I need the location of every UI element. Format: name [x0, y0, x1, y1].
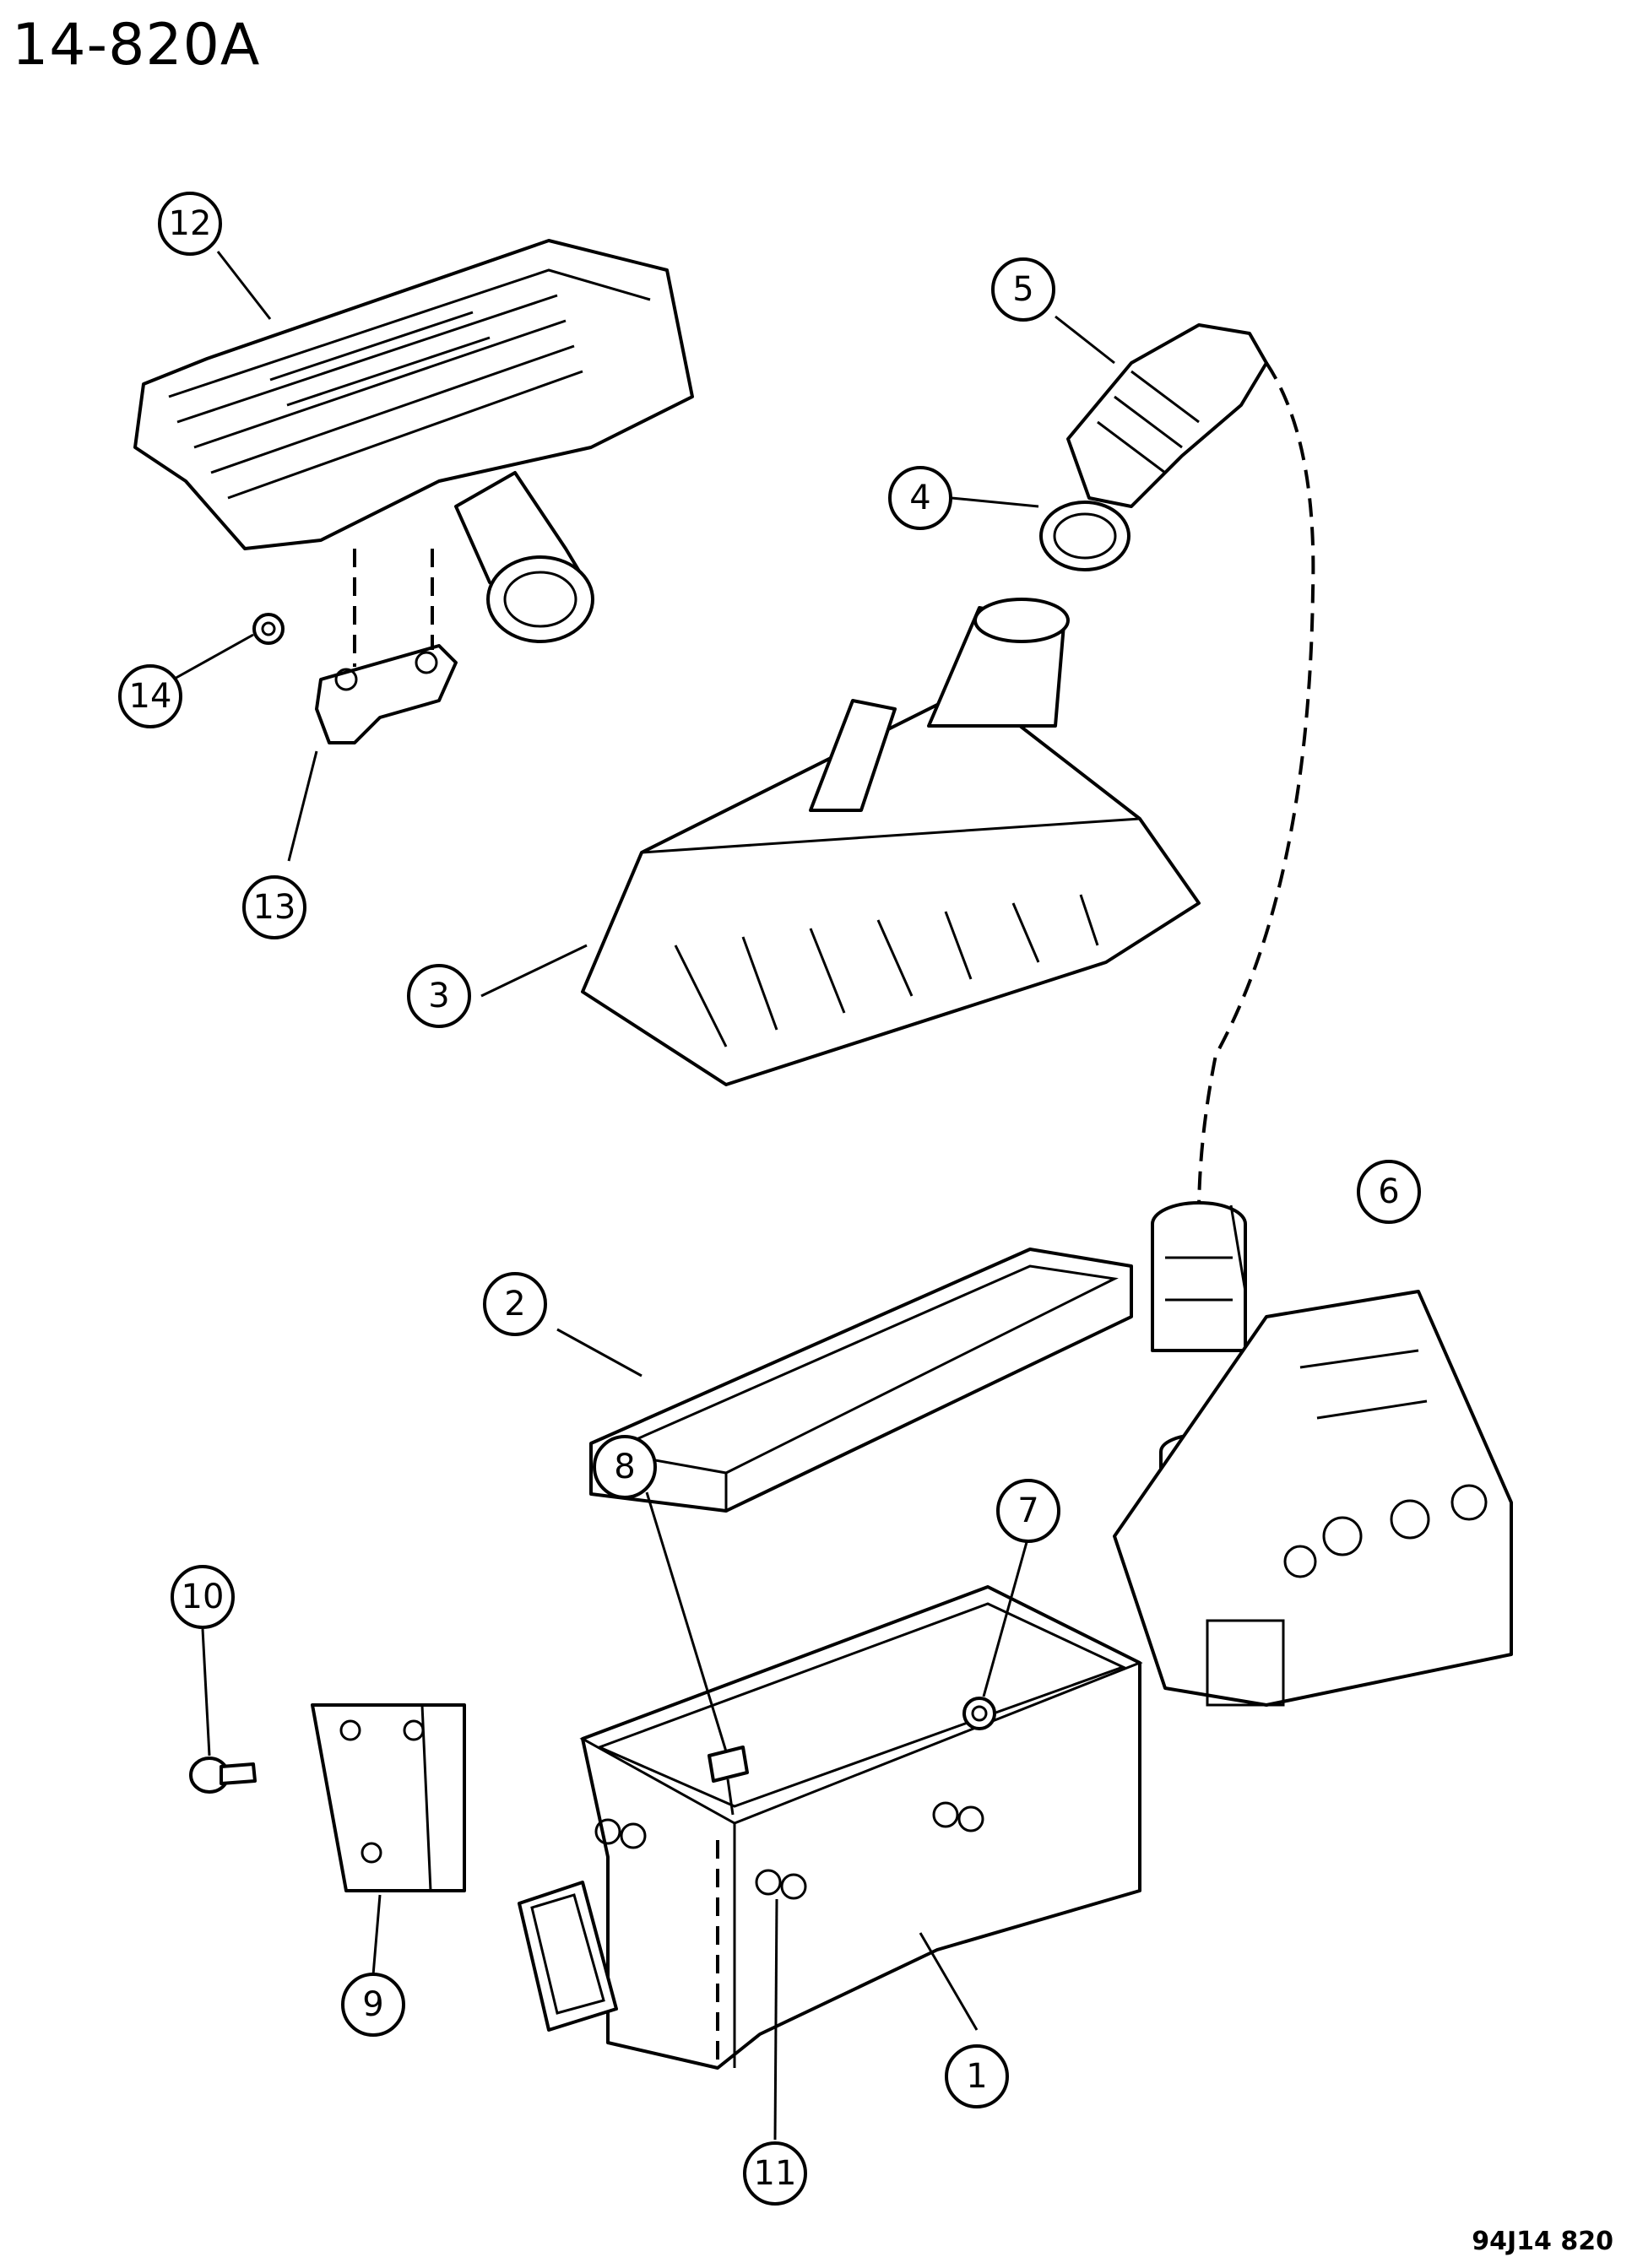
callout-6: 6 — [1357, 1160, 1421, 1224]
svg-text:5: 5 — [1012, 270, 1033, 309]
callout-10: 10 — [171, 1565, 235, 1629]
svg-text:12: 12 — [169, 204, 212, 243]
callout-4: 4 — [888, 466, 952, 530]
callout-12: 12 — [158, 192, 222, 256]
callout-14: 14 — [118, 664, 182, 728]
part-7-grommet — [962, 1697, 996, 1730]
intake-manifold — [1113, 1290, 1513, 1707]
svg-text:13: 13 — [253, 888, 296, 927]
part-12-lid — [133, 239, 694, 550]
part-10-bolt — [189, 1756, 257, 1794]
part-14-nut — [252, 613, 285, 645]
part-4-clamp — [1039, 501, 1130, 571]
callout-5: 5 — [991, 257, 1055, 322]
svg-text:10: 10 — [182, 1578, 225, 1616]
callout-11: 11 — [743, 2141, 807, 2206]
svg-text:11: 11 — [754, 2154, 797, 2193]
part-13-bracket — [315, 644, 458, 744]
part-2-filter — [589, 1248, 1133, 1513]
callout-2: 2 — [483, 1272, 547, 1336]
callout-9: 9 — [341, 1973, 405, 2037]
svg-text:8: 8 — [614, 1448, 635, 1486]
svg-text:9: 9 — [362, 1985, 383, 2024]
part-9-bracket — [311, 1703, 466, 1892]
callout-3: 3 — [407, 964, 471, 1028]
svg-text:2: 2 — [504, 1285, 525, 1323]
svg-text:7: 7 — [1017, 1491, 1038, 1530]
part-5-hose — [1066, 323, 1268, 508]
part-1-housing — [518, 1585, 1143, 2070]
diagram-title: 14-820A — [12, 12, 261, 78]
callout-7: 7 — [996, 1479, 1060, 1543]
leader-lines — [172, 251, 1247, 2141]
callout-1: 1 — [945, 2044, 1009, 2108]
svg-text:1: 1 — [966, 2057, 987, 2096]
figure-code: 94J14 820 — [1472, 2227, 1613, 2256]
part-11-clips — [594, 1801, 984, 1900]
svg-text:14: 14 — [129, 677, 172, 716]
part-12-duct — [454, 471, 594, 643]
alignment-line-5-6 — [1197, 361, 1315, 1216]
svg-text:6: 6 — [1378, 1172, 1399, 1211]
callout-13: 13 — [242, 875, 306, 939]
callout-8: 8 — [593, 1435, 657, 1499]
svg-text:3: 3 — [428, 977, 449, 1015]
svg-text:4: 4 — [909, 479, 930, 517]
part-3-cover — [581, 598, 1201, 1086]
part-8-screw — [708, 1746, 749, 1816]
